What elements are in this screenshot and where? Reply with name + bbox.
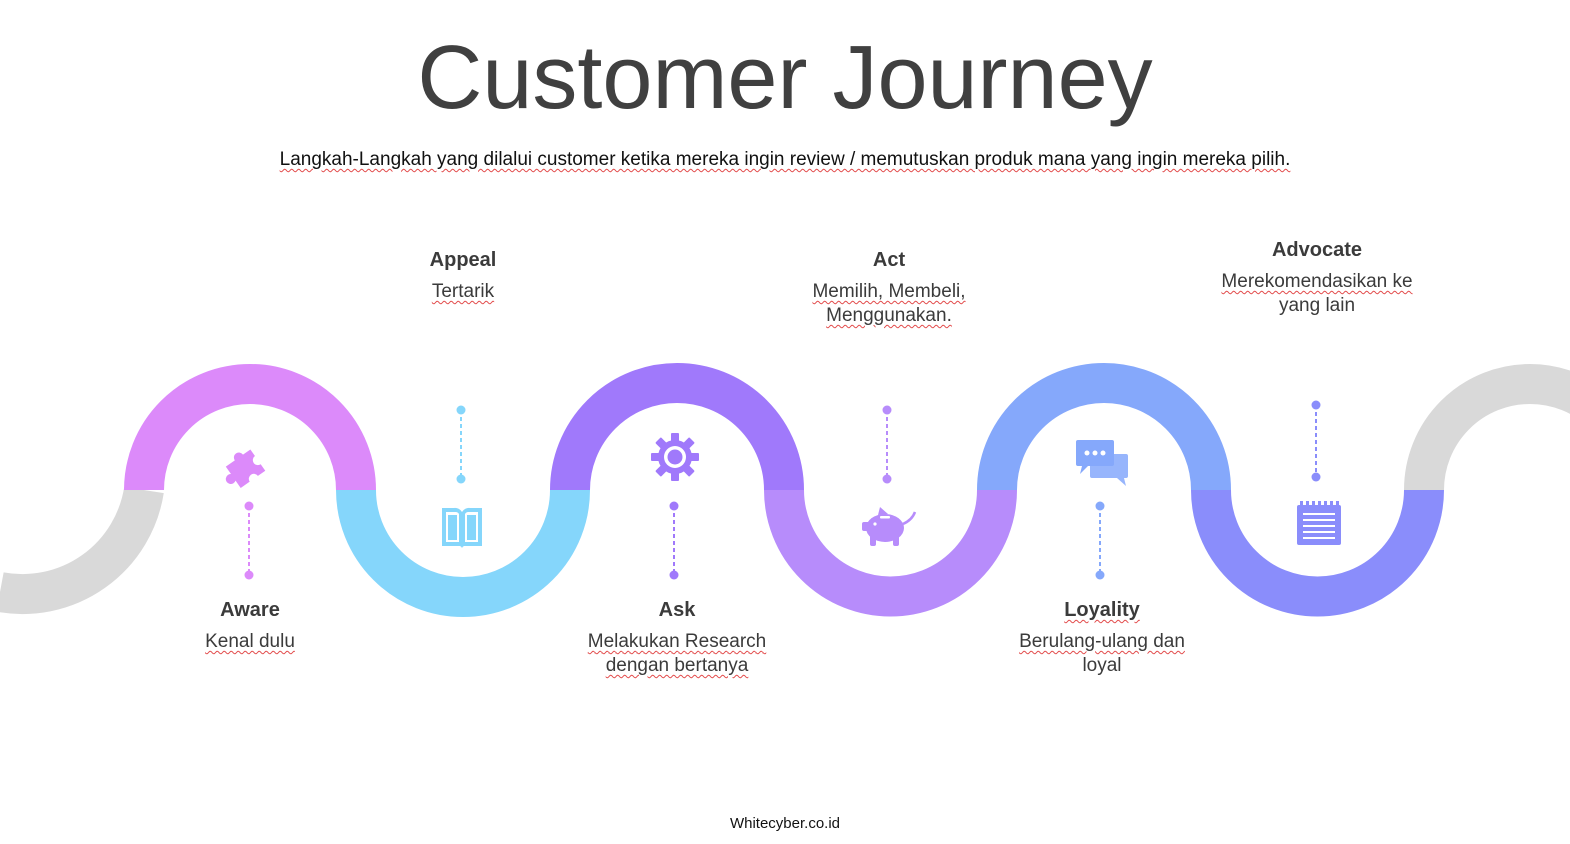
page-subtitle: Langkah-Langkah yang dilalui customer ke… <box>279 149 1291 170</box>
stage-title-text: Loyality <box>1064 599 1140 621</box>
stage-desc-loyality: Berulang-ulang dan loyal <box>972 630 1232 678</box>
road-segment-advocate <box>1191 489 1444 617</box>
connector-loyality <box>1095 501 1105 580</box>
stage-desc-line: Kenal dulu <box>205 631 295 652</box>
book-icon <box>442 507 482 548</box>
stage-desc-ask: Melakukan Research dengan bertanya <box>547 630 807 678</box>
chat-bubbles-icon <box>1076 440 1128 486</box>
piggy-bank-icon <box>862 507 917 546</box>
connector-advocate <box>1311 400 1321 482</box>
connector-appeal <box>456 405 466 484</box>
footer-credit: Whitecyber.co.id <box>729 815 841 832</box>
gear-icon <box>651 433 699 481</box>
stage-title-aware: Aware <box>220 599 280 621</box>
page-title: Customer Journey <box>417 28 1153 128</box>
connector-aware <box>244 501 254 580</box>
stage-desc-line: Menggunakan. <box>826 305 952 326</box>
notepad-icon <box>1297 501 1341 545</box>
road-segment-appeal <box>336 489 590 617</box>
puzzle-icon <box>225 449 266 488</box>
stage-desc-appeal: Tertarik <box>333 280 593 304</box>
stage-title-act: Act <box>872 249 906 271</box>
stage-desc-line: Merekomendasikan ke <box>1221 271 1413 292</box>
road-segment-aware <box>124 364 376 491</box>
stage-desc-line: Berulang-ulang dan <box>1019 631 1185 652</box>
stage-desc-line: yang lain <box>1278 295 1356 316</box>
road-segment-loyality <box>977 363 1231 491</box>
stage-desc-line: dengan bertanya <box>605 655 749 676</box>
connector-ask <box>669 501 679 580</box>
stage-title-appeal: Appeal <box>429 249 497 271</box>
stage-title-ask: Ask <box>658 599 696 621</box>
stage-desc-line: Melakukan Research <box>587 631 767 652</box>
stage-title-loyality: Loyality <box>972 598 1232 622</box>
stage-desc-act: Memilih, Membeli, Menggunakan. <box>759 280 1019 328</box>
road-segment-end <box>1404 364 1570 491</box>
stage-desc-aware: Kenal dulu <box>120 630 380 654</box>
stage-desc-line: Tertarik <box>431 281 495 302</box>
stage-title-advocate: Advocate <box>1271 239 1363 261</box>
road-segment-start <box>0 486 164 614</box>
connector-act <box>882 405 892 484</box>
stage-desc-line: loyal <box>1082 655 1122 676</box>
stage-desc-line: Memilih, Membeli, <box>812 281 966 302</box>
stage-desc-advocate: Merekomendasikan ke yang lain <box>1187 270 1447 318</box>
road-segment-ask <box>550 363 804 491</box>
road-segment-act <box>764 489 1017 617</box>
